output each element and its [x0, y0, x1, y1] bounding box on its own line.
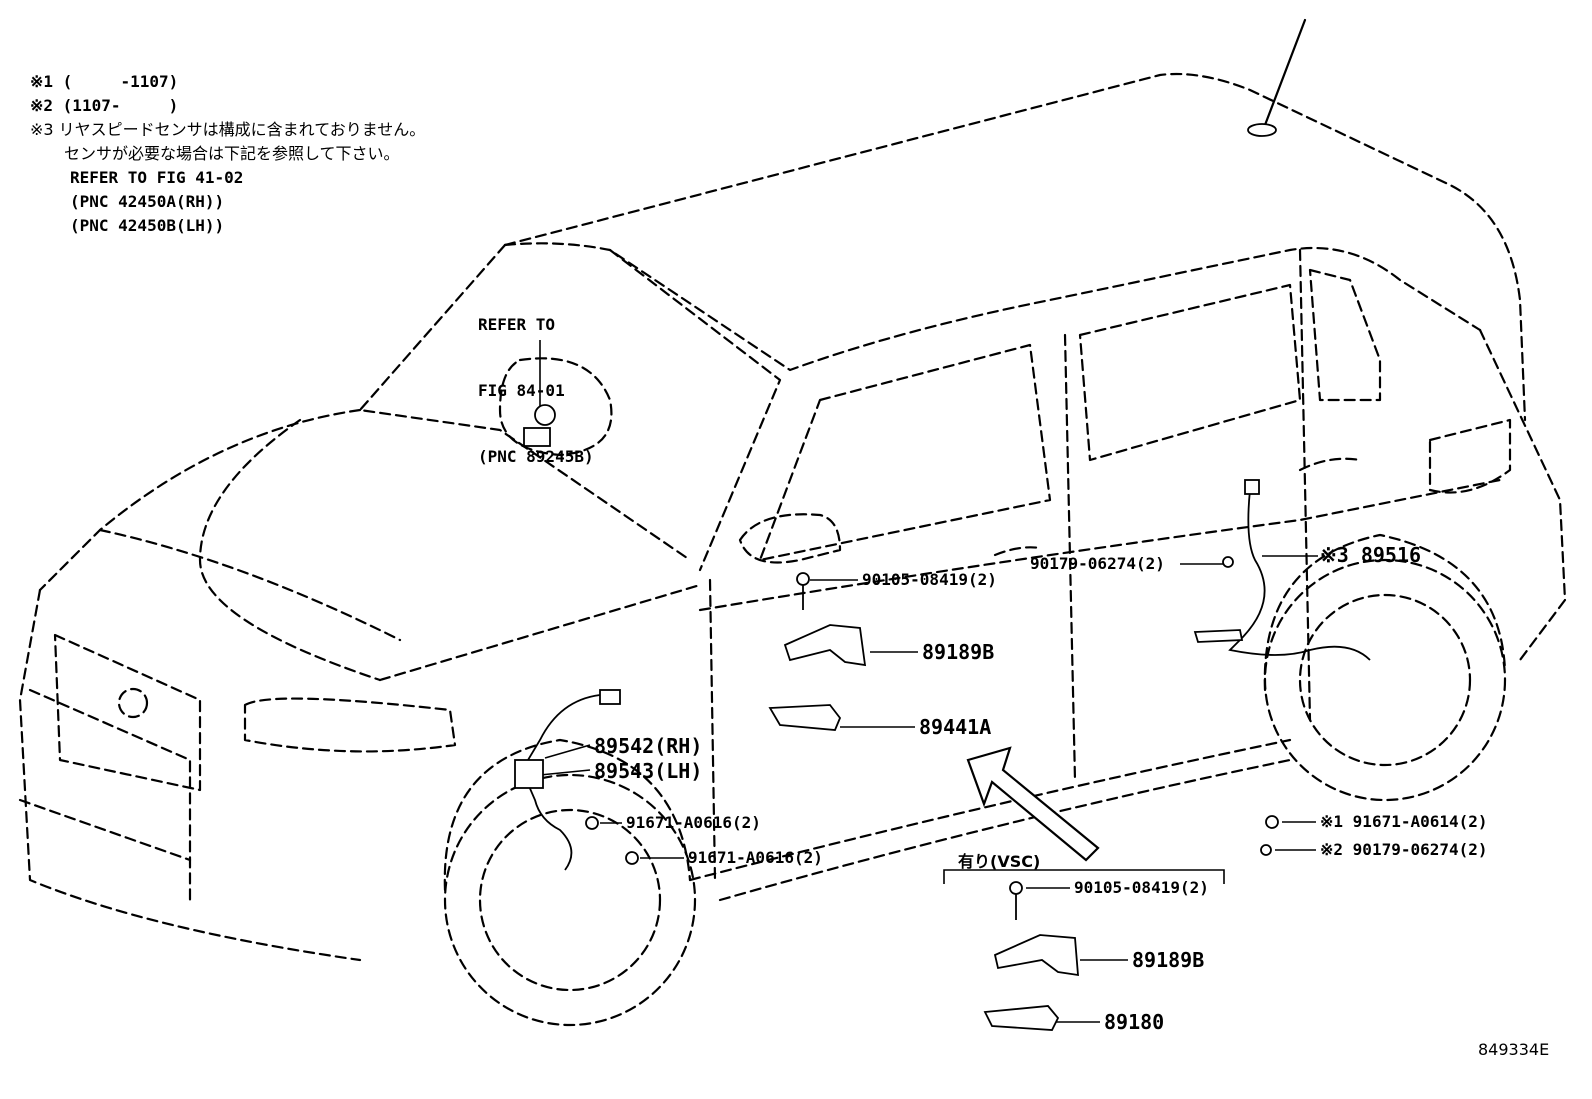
ref-fig-41-02: REFER TO FIG 41-02 [70, 168, 244, 187]
label-91671-rear[interactable]: ※1 91671-A0614(2) [1320, 812, 1488, 831]
label-89542-rh[interactable]: 89542(RH) [594, 734, 703, 758]
label-90179-rear[interactable]: ※2 90179-06274(2) [1320, 840, 1488, 859]
label-90105-upper[interactable]: 90105-08419(2) [862, 570, 997, 589]
label-89441a[interactable]: 89441A [919, 715, 992, 739]
ref-pnc-42450a: (PNC 42450A(RH)) [70, 192, 225, 211]
label-91671-b[interactable]: 91671-A0616(2) [688, 848, 823, 867]
label-91671-a[interactable]: 91671-A0616(2) [626, 813, 761, 832]
steering-sensor-reference: REFER TO FIG 84-01 (PNC 89245B) [478, 270, 594, 512]
label-89189b-upper[interactable]: 89189B [922, 640, 995, 664]
note-3-line1: ※3 リヤスピードセンサは構成に含まれておりません。 [30, 120, 426, 139]
note-3-line2: センサが必要な場合は下記を参照して下さい。 [64, 144, 400, 163]
label-89516[interactable]: ※3 89516 [1320, 543, 1422, 567]
note-2: ※2 (1107- ) [30, 96, 179, 115]
steering-ref-line2: FIG 84-01 [478, 381, 565, 400]
ref-pnc-42450b: (PNC 42450B(LH)) [70, 216, 225, 235]
steering-ref-line3: (PNC 89245B) [478, 447, 594, 466]
steering-ref-line1: REFER TO [478, 315, 556, 334]
note-1: ※1 ( -1107) [30, 72, 179, 91]
label-89189b-lower[interactable]: 89189B [1132, 948, 1205, 972]
figure-number: 849334E [1478, 1040, 1550, 1059]
label-90179-upper[interactable]: 90179-06274(2) [1030, 554, 1165, 573]
label-89543-lh[interactable]: 89543(LH) [594, 759, 703, 783]
label-90105-lower[interactable]: 90105-08419(2) [1074, 878, 1209, 897]
vsc-caption: 有り(VSC) [958, 852, 1041, 871]
label-89180[interactable]: 89180 [1104, 1010, 1165, 1034]
notes-block: ※1 ( -1107) ※2 (1107- ) ※3 リヤスピードセンサは構成に… [30, 70, 425, 238]
